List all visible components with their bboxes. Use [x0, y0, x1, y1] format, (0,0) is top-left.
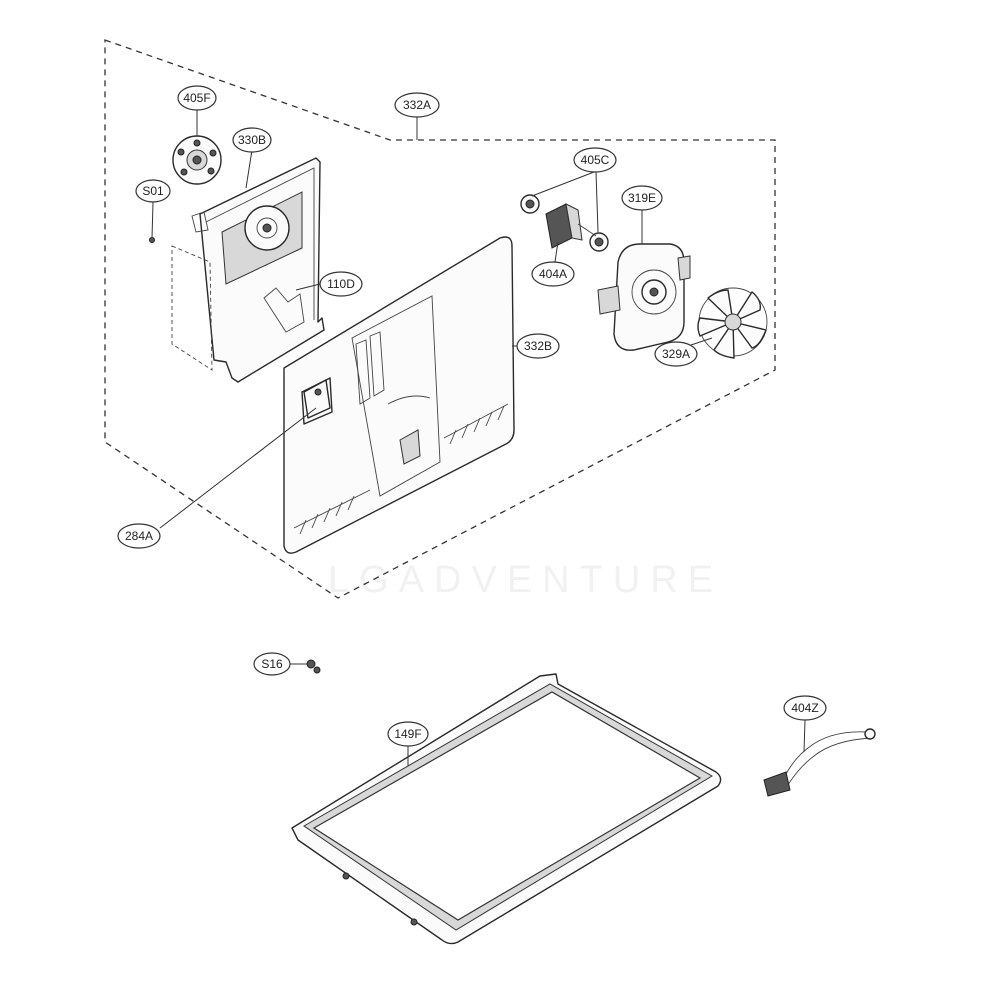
- svg-text:330B: 330B: [238, 133, 266, 147]
- part-405C-grommet-left[interactable]: [520, 194, 540, 214]
- svg-text:284A: 284A: [125, 529, 153, 543]
- svg-text:405F: 405F: [183, 91, 210, 105]
- label-329A: 329A: [654, 341, 698, 367]
- part-332B-evaporator-cover[interactable]: [283, 236, 515, 554]
- part-S16-screws[interactable]: [306, 659, 321, 674]
- svg-text:329A: 329A: [662, 347, 690, 361]
- svg-text:319E: 319E: [628, 191, 656, 205]
- part-S01-screw[interactable]: [149, 237, 155, 243]
- part-404A-fan-motor[interactable]: [545, 203, 597, 249]
- svg-text:404Z: 404Z: [791, 701, 818, 715]
- label-284A: 284A: [117, 523, 161, 549]
- svg-text:149F: 149F: [394, 727, 421, 741]
- assembly-boundary-332A: [104, 39, 776, 599]
- svg-text:405C: 405C: [581, 153, 610, 167]
- label-S01: S01: [135, 179, 171, 203]
- part-329A-fan-blade[interactable]: [697, 287, 768, 359]
- leader-lines: [151, 110, 806, 766]
- label-330B: 330B: [232, 127, 272, 153]
- label-110D: 110D: [319, 271, 363, 297]
- svg-text:S01: S01: [142, 184, 164, 198]
- part-405C-grommet-right[interactable]: [589, 232, 609, 252]
- label-149F: 149F: [387, 721, 429, 747]
- part-330B-fan-shroud[interactable]: [171, 157, 325, 383]
- svg-text:332B: 332B: [524, 339, 552, 353]
- label-332B: 332B: [516, 333, 560, 359]
- part-404Z-wire-harness[interactable]: [763, 728, 876, 797]
- label-404Z: 404Z: [783, 695, 827, 721]
- watermark: LGADVENTURE: [328, 559, 723, 601]
- label-404A: 404A: [531, 261, 575, 287]
- svg-text:110D: 110D: [327, 277, 355, 291]
- part-405F-holder[interactable]: [172, 135, 222, 185]
- part-319E-fan-housing[interactable]: [597, 243, 691, 351]
- svg-text:404A: 404A: [539, 267, 567, 281]
- svg-text:332A: 332A: [403, 98, 431, 112]
- label-319E: 319E: [621, 185, 663, 211]
- label-S16: S16: [253, 652, 291, 676]
- label-405F: 405F: [177, 85, 217, 111]
- label-332A: 332A: [394, 92, 440, 118]
- svg-text:S16: S16: [261, 657, 283, 671]
- part-149F-shelf[interactable]: [291, 673, 722, 945]
- label-405C: 405C: [573, 147, 617, 173]
- part-284A-bracket[interactable]: [303, 379, 331, 419]
